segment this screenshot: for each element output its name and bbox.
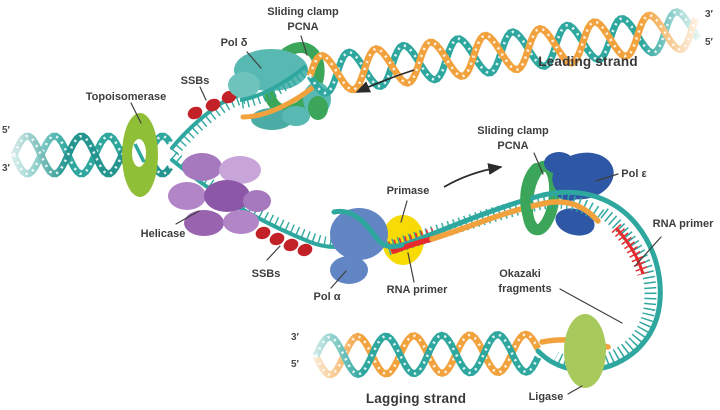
topoisomerase-enzyme xyxy=(122,113,158,197)
lagging-strand-label: Lagging strand xyxy=(366,391,466,406)
right-3-prime-label: 3′ xyxy=(705,9,714,20)
pol-delta-label: Pol δ xyxy=(221,37,248,49)
helix-strand xyxy=(308,13,698,92)
rna-primer-left xyxy=(391,236,435,254)
ssb-protein xyxy=(269,232,285,246)
pol-alpha-body xyxy=(330,208,388,260)
sliding-clamp-top-pointer xyxy=(300,35,308,56)
sliding-clamp-top-label: Sliding clamp xyxy=(267,6,339,18)
leading-strand-helix xyxy=(306,8,702,97)
bottom-5-prime-label: 5′ xyxy=(291,359,300,370)
ligase-pointer xyxy=(567,385,583,395)
lagging-direction-arrow xyxy=(443,163,503,188)
leading-direction-arrow xyxy=(355,69,415,93)
helix-strand xyxy=(308,10,700,95)
sliding-clamp-front-lobe xyxy=(308,96,328,120)
primase-pointer xyxy=(400,200,408,223)
topoisomerase-pointer xyxy=(130,102,142,124)
helicase-lobe xyxy=(219,156,261,184)
helicase-lobe xyxy=(184,210,224,236)
pol-alpha-label: Pol α xyxy=(314,291,341,303)
pol-alpha-pointer xyxy=(330,270,347,289)
ssb-protein xyxy=(255,226,271,240)
pcna-mid-label: PCNA xyxy=(497,140,528,152)
pol-epsilon-pointer xyxy=(595,173,619,182)
dna-through-topoisomerase xyxy=(133,143,146,163)
template-through-pol-alpha xyxy=(331,208,405,250)
okazaki-label-line2: fragments xyxy=(498,283,551,295)
ssb-protein xyxy=(283,238,299,252)
ligase-label: Ligase xyxy=(529,391,564,403)
helicase-lobe xyxy=(182,153,222,181)
topoisomerase-label: Topoisomerase xyxy=(86,91,167,103)
pol-alpha-enzyme xyxy=(330,208,405,284)
top-right-fade xyxy=(642,0,706,80)
ssb-protein xyxy=(205,98,221,112)
pol-delta-pointer xyxy=(246,51,262,69)
ssbs-top-pointer xyxy=(199,86,207,101)
pol-delta-lobe xyxy=(228,72,260,98)
template-in-pol-delta xyxy=(239,64,308,102)
rna-primer-left-pointer xyxy=(407,252,415,283)
helicase-label: Helicase xyxy=(141,228,186,240)
okazaki-pointer xyxy=(559,288,623,324)
pol-epsilon-lobe xyxy=(555,208,595,236)
okazaki-label-line1: Okazaki xyxy=(499,268,541,280)
pol-alpha-lobe xyxy=(330,256,368,284)
lagging-template-strand xyxy=(170,158,338,249)
sliding-clamp-mid-label: Sliding clamp xyxy=(477,125,549,137)
rna-primer-right-label: RNA primer xyxy=(653,218,714,230)
left-5-prime-label: 5′ xyxy=(2,125,11,136)
bottom-3-prime-label: 3′ xyxy=(291,332,300,343)
left-fade xyxy=(0,108,68,202)
pointer-lines xyxy=(130,35,662,395)
left-3-prime-label: 3′ xyxy=(2,163,11,174)
rna-primer-right-edge xyxy=(614,226,645,275)
rna-primer-left-label: RNA primer xyxy=(387,284,448,296)
helicase-lobe xyxy=(243,190,271,212)
helicase-lobe xyxy=(168,182,206,210)
right-5-prime-label: 5′ xyxy=(705,37,714,48)
ssbs-top-label: SSBs xyxy=(181,75,210,87)
pol-epsilon-lobe xyxy=(544,152,574,174)
helicase-pointer xyxy=(175,210,200,225)
ssb-protein xyxy=(187,106,203,120)
ssbs-bottom-pointer xyxy=(266,245,281,261)
helicase-enzyme xyxy=(168,153,271,236)
ssb-proteins-top xyxy=(187,90,237,120)
sliding-clamp-front-arm xyxy=(520,163,541,233)
ssb-protein xyxy=(297,243,313,257)
bottom-left-fade xyxy=(300,318,362,398)
ssb-proteins-bottom xyxy=(255,226,313,257)
rna-primer-right-pointer xyxy=(634,236,662,267)
pol-delta-lobe xyxy=(282,106,310,126)
ligase-enzyme xyxy=(564,314,606,388)
leading-strand-label: Leading strand xyxy=(538,54,638,69)
helicase-lobe xyxy=(204,180,250,212)
ssbs-bottom-label: SSBs xyxy=(252,268,281,280)
labels: Sliding clamp PCNA Pol δ SSBs Topoisomer… xyxy=(2,6,714,406)
okazaki-fragment-strand xyxy=(429,199,601,242)
sliding-clamp-mid-pointer xyxy=(533,152,544,175)
template-teeth-in-pol-delta xyxy=(241,66,311,109)
new-leading-strand xyxy=(240,82,319,120)
pcna-top-label: PCNA xyxy=(287,21,318,33)
pol-epsilon-label: Pol ε xyxy=(621,168,647,180)
pol-epsilon-complex xyxy=(521,152,614,236)
primase-label: Primase xyxy=(387,185,430,197)
helicase-lobe xyxy=(223,210,259,234)
